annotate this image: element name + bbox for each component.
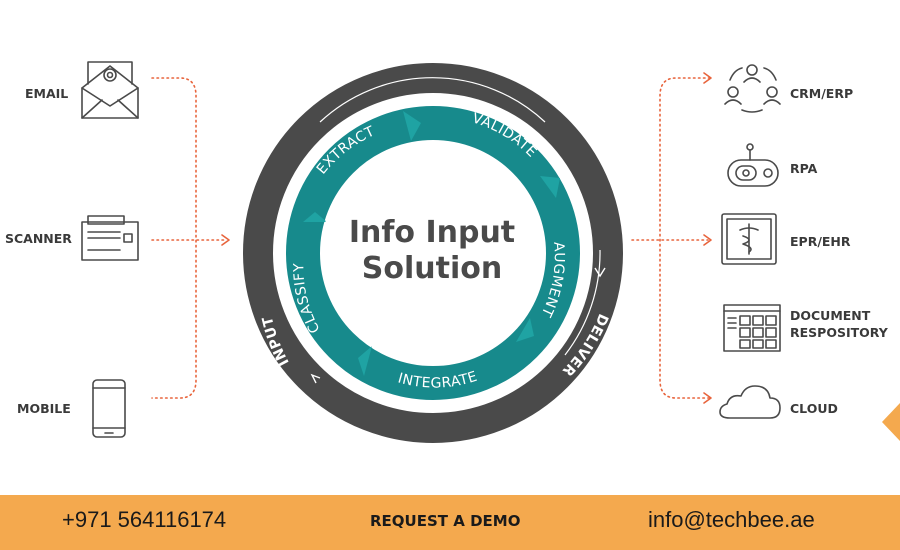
destination-document-repository: DOCUMENT RESPOSITORY — [723, 304, 889, 352]
robot-icon — [727, 143, 779, 187]
cloud-icon — [719, 385, 781, 419]
inner-ring — [286, 106, 580, 400]
destination-cloud: CLOUD — [719, 385, 838, 419]
mobile-icon — [92, 379, 126, 438]
footer-phone[interactable]: +971 564116174 — [62, 507, 227, 532]
segment-divider — [540, 176, 560, 198]
side-tab-arrow[interactable] — [882, 403, 900, 441]
destination-epr-ehr: EPR/EHR — [721, 213, 851, 265]
center-title-line2: Solution — [362, 251, 502, 286]
input-connectors — [151, 77, 230, 399]
email-icon — [81, 61, 139, 119]
stage-integrate: INTEGRATE — [396, 369, 480, 392]
workflow-diagram: Info Input Solution PROCESS DELIVER INPU… — [5, 38, 889, 443]
outer-cycle-arrow — [319, 77, 546, 123]
output-connectors — [631, 72, 712, 404]
segment-divider — [403, 111, 421, 141]
source-mobile-label: MOBILE — [17, 401, 71, 416]
destination-cloud-label: CLOUD — [790, 401, 838, 416]
outer-cycle-arrow-head — [594, 267, 606, 278]
footer-email[interactable]: info@techbee.ae — [648, 507, 815, 532]
footer-bar: +971 564116174 REQUEST A DEMO info@techb… — [0, 495, 900, 550]
segment-divider — [358, 346, 372, 376]
source-email-label: EMAIL — [25, 86, 68, 101]
destination-crm-erp: CRM/ERP — [724, 64, 853, 113]
outer-cycle-arrow-head — [310, 373, 321, 384]
scanner-icon — [81, 215, 139, 261]
destination-crm-erp-label: CRM/ERP — [790, 86, 853, 101]
people-cycle-icon — [724, 64, 781, 113]
destination-rpa: RPA — [727, 143, 818, 187]
grid-document-icon — [723, 304, 781, 352]
center-title-line1: Info Input — [349, 215, 515, 250]
source-scanner-label: SCANNER — [5, 231, 72, 246]
center-disk — [321, 141, 545, 365]
caduceus-icon — [721, 213, 777, 265]
segment-divider — [303, 212, 327, 222]
request-demo-button[interactable]: REQUEST A DEMO — [370, 512, 521, 530]
outer-cycle-arrow — [564, 249, 601, 356]
destination-epr-ehr-label: EPR/EHR — [790, 234, 851, 249]
destination-rpa-label: RPA — [790, 161, 818, 176]
source-mobile: MOBILE — [17, 379, 126, 438]
destination-document-label-line1: DOCUMENT — [790, 308, 871, 323]
source-scanner: SCANNER — [5, 215, 139, 261]
source-email: EMAIL — [25, 61, 139, 119]
outer-label-process: PROCESS — [395, 38, 475, 58]
segment-divider — [516, 318, 534, 342]
destination-document-label-line2: RESPOSITORY — [790, 325, 889, 340]
